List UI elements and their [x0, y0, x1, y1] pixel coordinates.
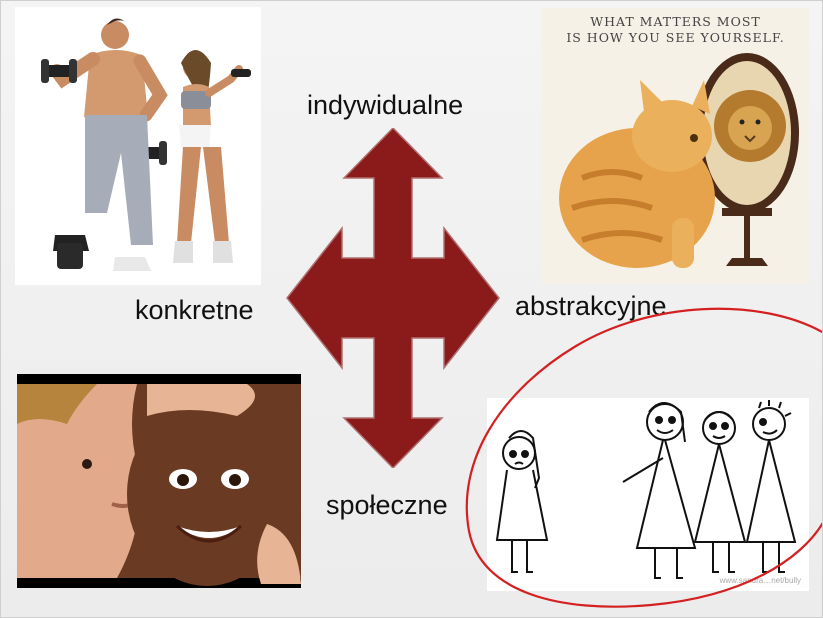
label-bottom-social: społeczne — [326, 490, 448, 520]
fitness-couple-image — [15, 7, 261, 285]
quote-line-2: IS HOW YOU SEE YOURSELF. — [566, 30, 785, 45]
sketch-watermark: www.sandra…net/bully — [719, 576, 801, 585]
cat-mirror-image: WHAT MATTERS MOST IS HOW YOU SEE YOURSEL… — [542, 8, 809, 284]
four-way-arrow-icon — [286, 128, 500, 468]
quote-line-1: WHAT MATTERS MOST — [590, 14, 761, 29]
label-right-abstract: abstrakcyjne — [515, 291, 667, 321]
kiss-photo-image — [17, 374, 301, 588]
label-left-concrete: konkretne — [135, 295, 254, 325]
label-top-individual: indywidualne — [307, 90, 464, 120]
stick-figures-sketch-image: www.sandra…net/bully — [487, 398, 809, 591]
